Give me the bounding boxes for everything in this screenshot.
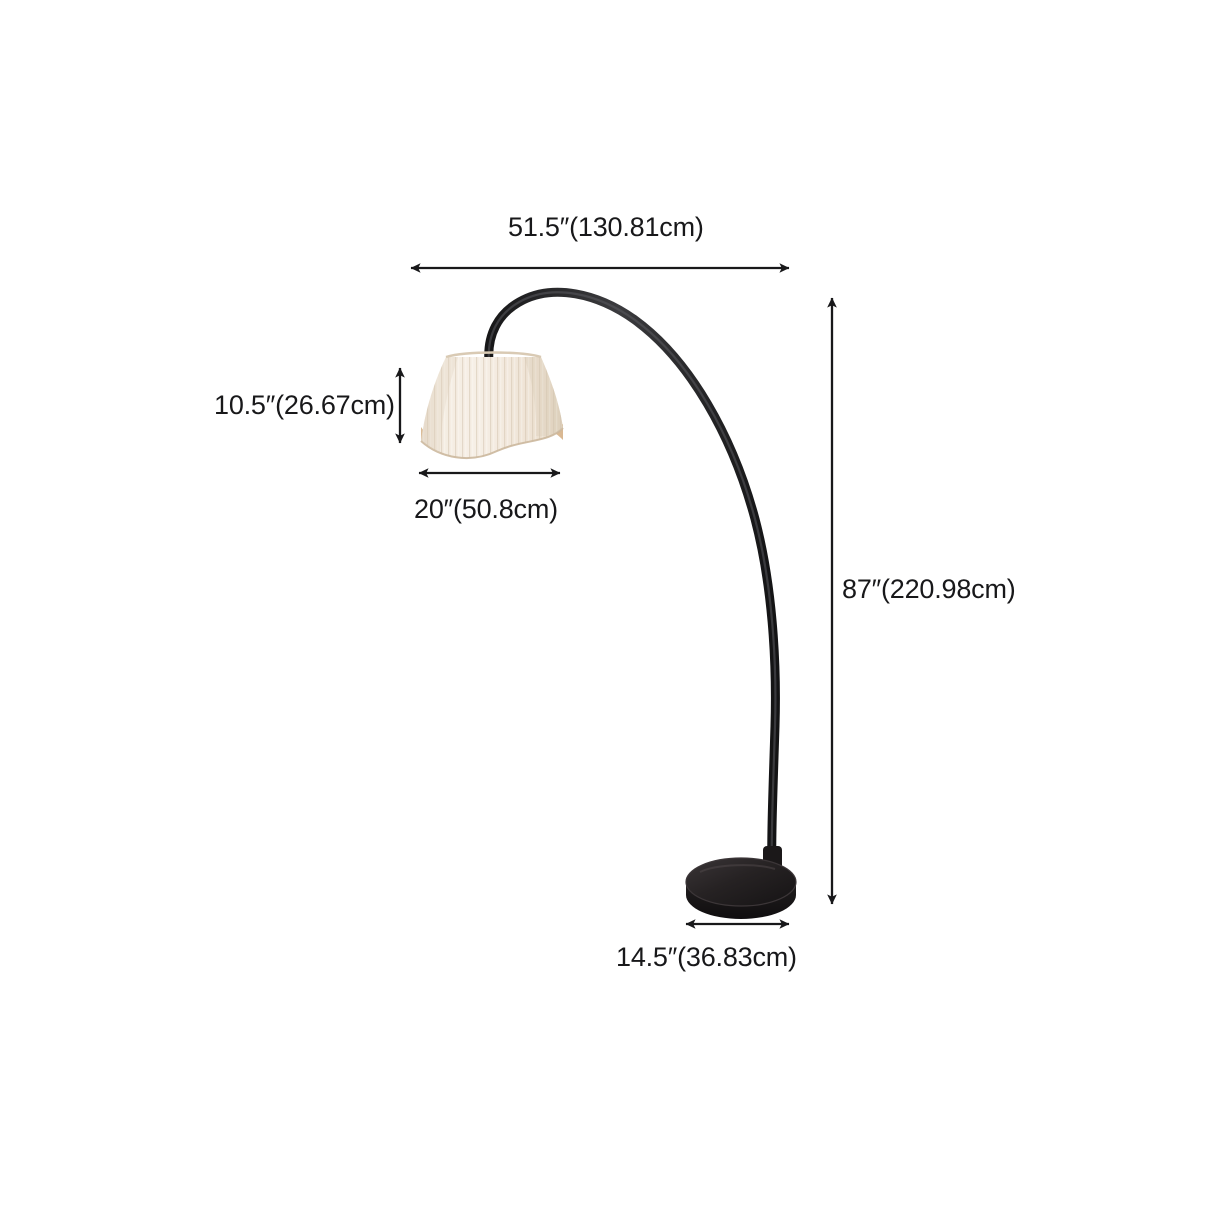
dimension-label-shade-width: 20″(50.8cm) — [414, 494, 558, 524]
dimension-label-overall-width: 51.5″(130.81cm) — [508, 212, 704, 242]
dimension-label-shade-height: 10.5″(26.67cm) — [214, 390, 395, 420]
lamp-shade — [420, 351, 564, 459]
dimension-label-overall-height: 87″(220.98cm) — [842, 574, 1016, 604]
dimension-label-base-width: 14.5″(36.83cm) — [616, 942, 797, 972]
lamp-base — [685, 857, 797, 919]
